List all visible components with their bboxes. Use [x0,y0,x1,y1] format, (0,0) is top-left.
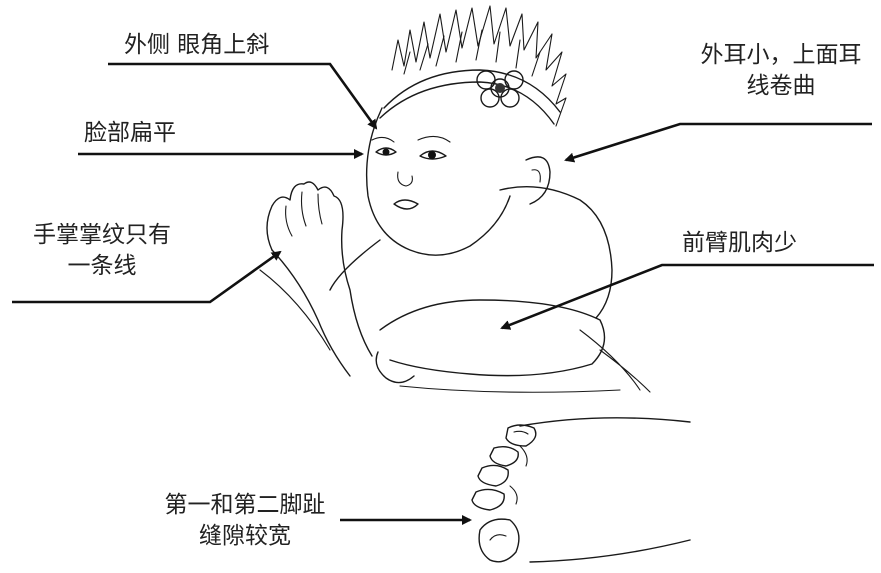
label-palm-line1: 手掌掌纹只有 [33,222,171,248]
label-forearm: 前臂肌肉少 [682,230,797,256]
baby-illustration [259,5,651,393]
foot-illustration [471,417,691,563]
arrow-forearm [500,263,874,330]
label-ear-line1: 外耳小，上面耳 [700,42,862,68]
arrow-eye [108,62,378,130]
arrow-ear [564,122,872,163]
label-eye: 外侧 眼角上斜 [124,32,270,58]
label-ear: 外耳小，上面耳 线卷曲 [686,40,876,102]
callout-arrows [12,62,874,525]
label-toes-line2: 缝隙较宽 [199,523,291,549]
arrow-palm [12,250,282,304]
flower-headband-icon [476,70,524,108]
label-ear-line2: 线卷曲 [746,73,816,99]
label-face: 脸部扁平 [84,120,176,146]
label-palm-line2: 一条线 [67,253,137,279]
label-toes-line1: 第一和第二脚趾 [164,492,326,518]
label-palm: 手掌掌纹只有 一条线 [22,220,182,282]
label-toes: 第一和第二脚趾 缝隙较宽 [150,490,340,552]
